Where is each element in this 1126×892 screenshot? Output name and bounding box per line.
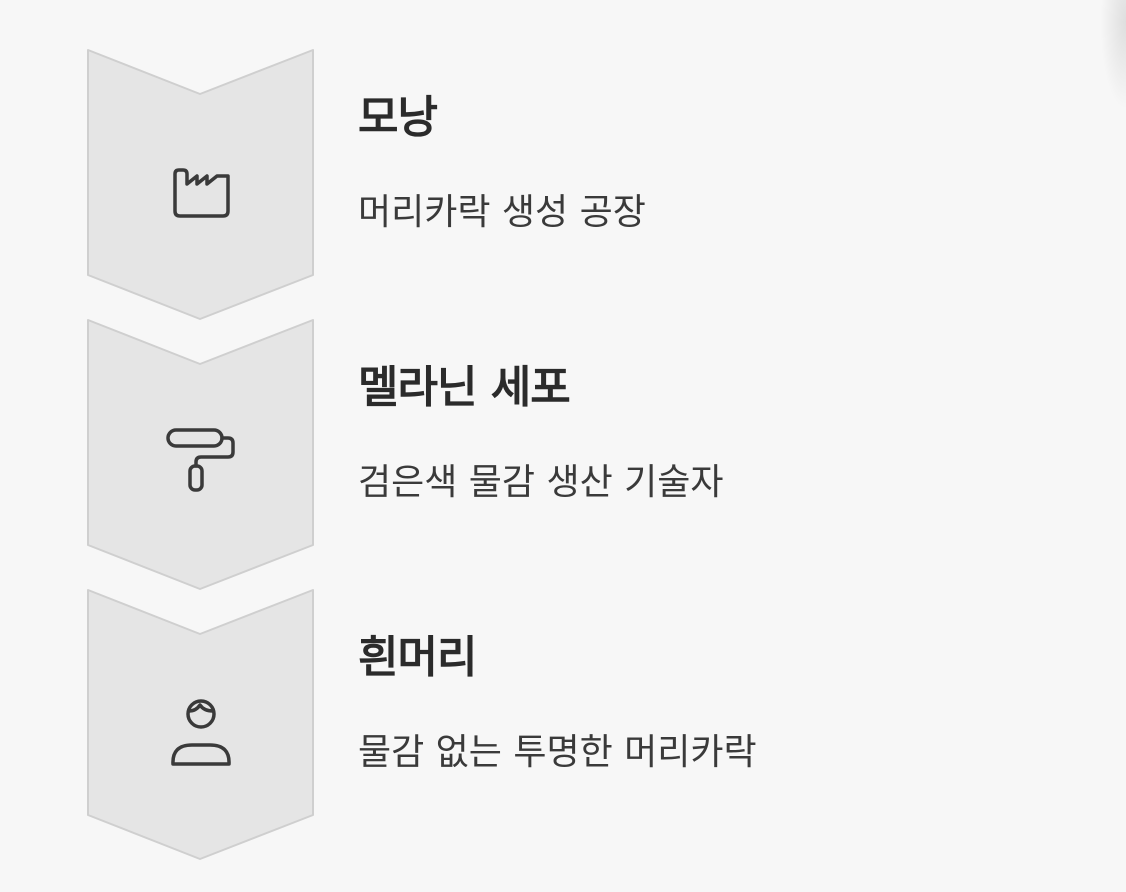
step-title: 멜라닌 세포 (358, 362, 571, 413)
step-description: 머리카락 생성 공장 (358, 192, 646, 233)
person-icon (166, 696, 236, 766)
step-gray-hair: 흰머리 물감 없는 투명한 머리카락 (0, 588, 1126, 860)
corner-shadow (1100, 0, 1126, 110)
chevron-shape (86, 48, 316, 320)
step-follicle: 모낭 머리카락 생성 공장 (0, 48, 1126, 320)
step-description: 물감 없는 투명한 머리카락 (358, 732, 757, 773)
step-title: 흰머리 (358, 632, 477, 683)
step-title: 모낭 (358, 92, 438, 143)
step-melanocyte: 멜라닌 세포 검은색 물감 생산 기술자 (0, 318, 1126, 590)
step-description: 검은색 물감 생산 기술자 (358, 462, 724, 503)
paint-roller-icon (166, 426, 236, 496)
chevron-shape (86, 588, 316, 860)
factory-icon (166, 156, 236, 226)
chevron-shape (86, 318, 316, 590)
